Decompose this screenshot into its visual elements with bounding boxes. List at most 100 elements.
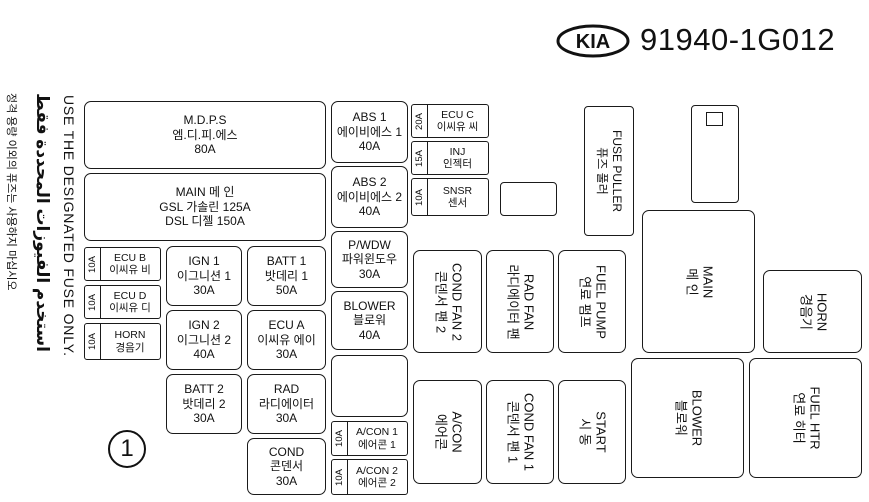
fuse-blower[interactable]: BLOWER 블로워 40A xyxy=(331,291,408,350)
part-number: 91940-1G012 xyxy=(640,22,836,57)
fuse-puller[interactable]: FUSE PULLER 퓨즈 풀러 xyxy=(584,106,634,236)
fuse-label-kr: 콘덴서 xyxy=(269,459,304,474)
fuse-label-kr: 에이비에스 1 xyxy=(336,124,403,139)
relay-slot-top xyxy=(691,105,739,203)
fuse-rating: 40A xyxy=(358,204,381,219)
fuse-cond[interactable]: COND 콘덴서 30A xyxy=(247,438,326,495)
fuse-label-kr: 에어콘 2 xyxy=(358,477,396,489)
relay-label-kr: 에어콘 xyxy=(432,414,448,450)
relay-label: FUEL HTR xyxy=(806,386,822,450)
spare-mini-slot xyxy=(500,182,557,216)
fuse-rating: 30A xyxy=(275,347,298,362)
fuse-mdps[interactable]: M.D.P.S 엠.디.피.에스 80A xyxy=(84,101,326,169)
fuse-rating: 30A xyxy=(193,411,215,426)
relay-label-kr: 시 동 xyxy=(577,418,592,446)
fuse-abs2[interactable]: ABS 2 에이비에스 2 40A xyxy=(331,166,408,228)
fuse-label-kr: 밧데리 2 xyxy=(182,396,226,411)
relay-label-kr: 메 인 xyxy=(683,267,699,296)
relay-label-kr: 블로워 xyxy=(672,400,688,436)
fuse-label-kr: 경음기 xyxy=(115,341,145,354)
fuse-label: BLOWER xyxy=(343,298,396,313)
relay-label-kr: 라디에이터 팬 xyxy=(505,263,520,340)
relay-label-kr: 콘덴서 팬 2 xyxy=(432,270,448,333)
relay-label: RAD FAN xyxy=(521,273,537,330)
korean-warning: 정격 용량 이외의 퓨즈는 사용하지 마십시오 xyxy=(5,93,17,291)
fuse-rating: 30A xyxy=(358,266,381,281)
relay-label: HORN xyxy=(813,292,829,331)
fuse-label: MAIN 메 인 xyxy=(175,185,235,200)
relay-label: BLOWER xyxy=(688,389,704,447)
fuse-label-kr: 이씨유 에이 xyxy=(257,332,316,347)
fuse-rating: 40A xyxy=(358,139,381,154)
fuse-label: A/CON 1 xyxy=(355,426,398,439)
fuse-label: HORN xyxy=(114,329,146,342)
fuse-rating: 30A xyxy=(275,411,298,426)
fuse-label-kr: 이씨유 씨 xyxy=(436,121,479,133)
fuse-label: ECU A xyxy=(268,318,305,333)
arabic-warning: استخدم الفيوزات المحددة فقط xyxy=(33,93,52,352)
relay-label: COND FAN 2 xyxy=(448,262,464,341)
fuse-label: BATT 2 xyxy=(184,382,224,397)
circle-number: 1 xyxy=(120,435,134,462)
fuse-label-kr: 블로워 xyxy=(352,313,387,328)
relay-label-kr: 연료 히터 xyxy=(790,392,806,444)
fuse-abs1[interactable]: ABS 1 에이비에스 1 40A xyxy=(331,101,408,163)
relay-label-kr: 콘덴서 팬 1 xyxy=(505,400,520,464)
fuse-label: INJ xyxy=(449,145,466,158)
relay-label: FUEL PUMP xyxy=(593,264,609,339)
fuse-rating: 80A xyxy=(194,142,216,157)
relay-label-kr: 연료 펌프 xyxy=(577,275,592,328)
fuse-label: RAD xyxy=(273,382,300,397)
fuse-label-kr: 밧데리 1 xyxy=(264,268,309,283)
fuse-batt2[interactable]: BATT 2 밧데리 2 30A xyxy=(166,374,242,434)
relay-label-kr: 경음기 xyxy=(797,293,813,330)
relay-label: MAIN xyxy=(699,265,715,298)
fuse-label-kr: 엠.디.피.에스 xyxy=(172,127,238,142)
fuse-ecu-a[interactable]: ECU A 이씨유 에이 30A xyxy=(247,310,326,370)
fuse-main[interactable]: MAIN 메 인 GSL 가솔린 125A DSL 디젤 150A xyxy=(84,173,326,241)
fuse-label: IGN 2 xyxy=(188,318,220,333)
fuse-amp: 10A xyxy=(334,430,345,447)
fuse-rad[interactable]: RAD 라디에이터 30A xyxy=(247,374,326,434)
fuse-ign1[interactable]: IGN 1 이그니션 1 30A xyxy=(166,246,242,306)
fuse-label-kr: 라디에이터 xyxy=(258,396,315,411)
fuse-amp: 10A xyxy=(334,468,345,486)
fuse-amp: 10A xyxy=(87,293,98,311)
fuse-label-kr: 파워윈도우 xyxy=(341,252,398,267)
fuse-label: M.D.P.S xyxy=(183,113,227,128)
fuse-rating: 50A xyxy=(275,283,298,298)
fuse-ign2[interactable]: IGN 2 이그니션 2 40A xyxy=(166,310,242,370)
fuse-amp: 15A xyxy=(414,149,425,167)
fuse-rating: 30A xyxy=(193,283,215,298)
fuse-label: SNSR xyxy=(442,184,473,197)
fuse-label-kr: 센서 xyxy=(447,197,468,209)
fuse-label-kr: 에이비에스 2 xyxy=(336,189,403,204)
fuse-label: BATT 1 xyxy=(266,254,307,269)
brand-text: KIA xyxy=(576,31,610,53)
fuse-amp: 10A xyxy=(414,188,425,206)
fuse-pwdw[interactable]: P/WDW 파워윈도우 30A xyxy=(331,231,408,288)
spare-slot xyxy=(331,355,408,417)
fuse-amp: 10A xyxy=(87,255,98,273)
fuse-batt1[interactable]: BATT 1 밧데리 1 50A xyxy=(247,246,326,306)
fuse-amp: 20A xyxy=(414,112,425,130)
fuse-amp: 10A xyxy=(87,333,98,350)
